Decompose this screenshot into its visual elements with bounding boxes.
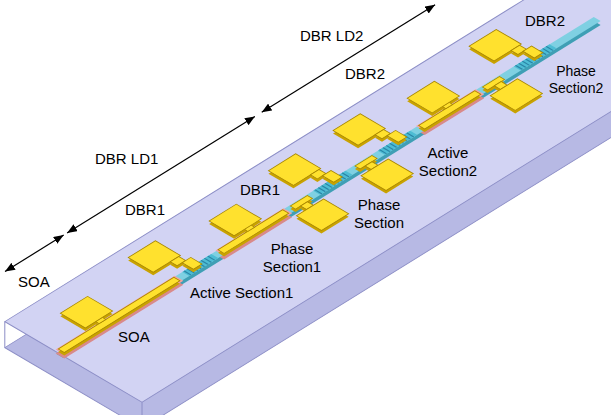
dimension-arrow bbox=[5, 235, 64, 271]
section-label: Phase Section1 bbox=[262, 240, 322, 276]
dimension-arrow bbox=[262, 5, 435, 113]
section-label: Phase Section bbox=[350, 196, 408, 232]
section-label: DBR LD2 bbox=[300, 27, 363, 44]
section-label: DBR1 bbox=[125, 201, 165, 218]
section-label: Phase Section2 bbox=[548, 63, 604, 97]
substrate-edge bbox=[142, 402, 143, 415]
section-label: Active Section1 bbox=[190, 284, 293, 301]
section-label: DBR2 bbox=[525, 12, 565, 29]
dimension-arrow bbox=[67, 117, 255, 234]
electrode-pad bbox=[19, 27, 577, 370]
section-label: DBR1 bbox=[240, 181, 280, 198]
section-label: Active Section2 bbox=[418, 144, 478, 180]
section-label: SOA bbox=[118, 328, 150, 345]
section-label: SOA bbox=[18, 273, 50, 290]
substrate-edge bbox=[4, 322, 5, 348]
substrate-top bbox=[5, 0, 611, 402]
section-label: DBR LD1 bbox=[95, 150, 158, 167]
section-label: DBR2 bbox=[345, 65, 385, 82]
